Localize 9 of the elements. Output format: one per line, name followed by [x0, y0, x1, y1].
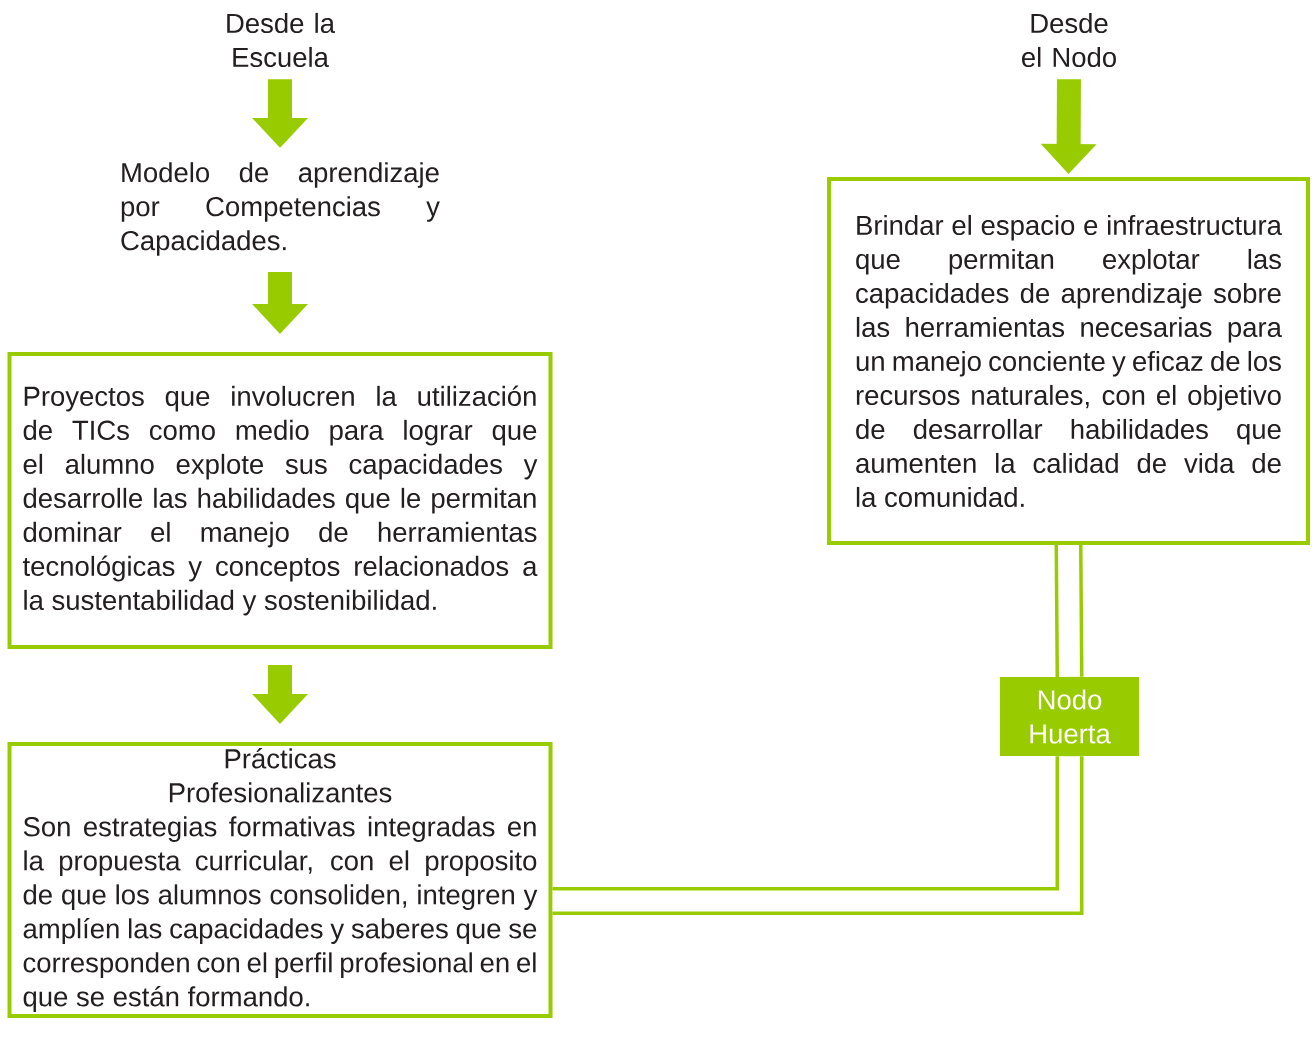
text-box: Prácticas Profesionalizantes Son estrategias formativas integradas en la propuesta curricular, con el proposito de que los alumnos consoliden, integren y amplíen las capacidades y saberes que se corresponden con el perfil profesional en el que se están formando.	[7, 742, 553, 1018]
heading-text: Desde la Escuela	[227, 12, 335, 68]
intro-text: Modelo de aprendizaje por Competencias y Capacidades.	[121, 162, 440, 256]
heading-text: Desde el Nodo	[1022, 12, 1116, 68]
text-box: Brindar el espacio e infraestructura que permitan explotar las capacidades de aprendizaje sobre las herramientas necesarias para un manejo conciente y eficaz de los recursos naturales, con el objetivo de desarrollar habilidades que aumenten la calidad de vida de la comunidad.	[827, 177, 1310, 545]
double-line	[1054, 544, 1084, 677]
double-line	[552, 756, 1084, 915]
text-box: Proyectos que involucren la utilización de TICs como medio para lograr que el alumno explote sus capacidades y desarrolle las habilidades que le permitan dominar el manejo de herramientas tecnológicas y conceptos relacionados a la sustentabilidad y sostenibilidad.	[7, 352, 553, 649]
tag-box: Nodo Huerta	[1000, 677, 1139, 756]
